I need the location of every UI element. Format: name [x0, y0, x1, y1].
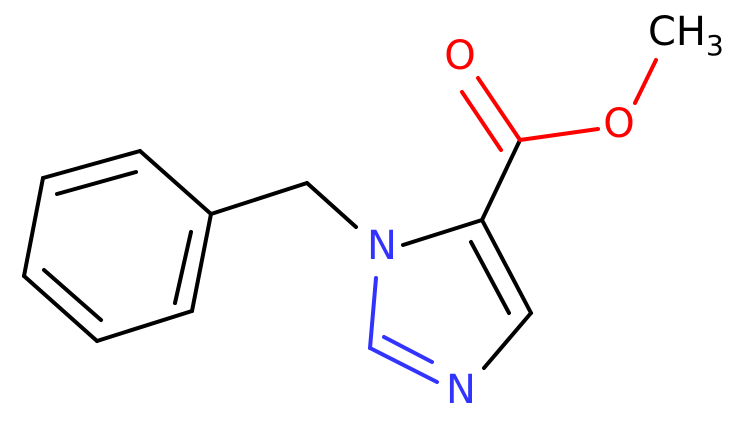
- bond-benzene-1: [41, 149, 142, 180]
- bond-ch2-n1: [305, 181, 358, 229]
- atom-n1-label: N: [367, 223, 397, 269]
- bond-benzene-4: [95, 309, 194, 343]
- bond-c2-n1: [368, 276, 378, 350]
- bond-ester-oxygen-methyl: [633, 58, 658, 105]
- bond-c5-c4-inner: [469, 240, 511, 315]
- bond-n3-c2-inner: [382, 335, 434, 364]
- methyl-subscript: 3: [706, 29, 724, 62]
- methyl-main-text: CH: [648, 9, 706, 55]
- bond-n3-c2: [368, 346, 439, 384]
- bond-benzene-6: [22, 176, 45, 278]
- bond-benzene-2: [138, 149, 213, 216]
- bond-c5-c4: [480, 218, 533, 315]
- bond-benzene-5: [22, 274, 99, 343]
- bond-benzene-3: [190, 212, 213, 313]
- bond-c5-carbonyl-carbon: [480, 138, 522, 222]
- bond-benzene-5-inner: [42, 268, 103, 322]
- bond-benzene-3-inner: [173, 230, 193, 305]
- bond-carbonyl-double-inner: [460, 90, 503, 152]
- bond-benzene-1-inner: [55, 170, 138, 196]
- atom-n3-label: N: [446, 367, 476, 413]
- bond-carbonyl-ester-oxygen: [518, 127, 600, 142]
- imidazole-ring: [368, 218, 533, 384]
- ester-group: [460, 58, 658, 222]
- benzene-ring: [22, 149, 213, 343]
- bond-carbonyl-double-outer: [476, 76, 522, 142]
- methyl-label: CH3: [648, 9, 724, 62]
- bond-n1-c5: [401, 218, 484, 247]
- bond-phenyl-ch2: [209, 181, 309, 216]
- atom-carbonyl-oxygen-label: O: [444, 33, 475, 79]
- atom-ester-oxygen-label: O: [603, 101, 634, 147]
- bond-c4-n3: [482, 311, 533, 370]
